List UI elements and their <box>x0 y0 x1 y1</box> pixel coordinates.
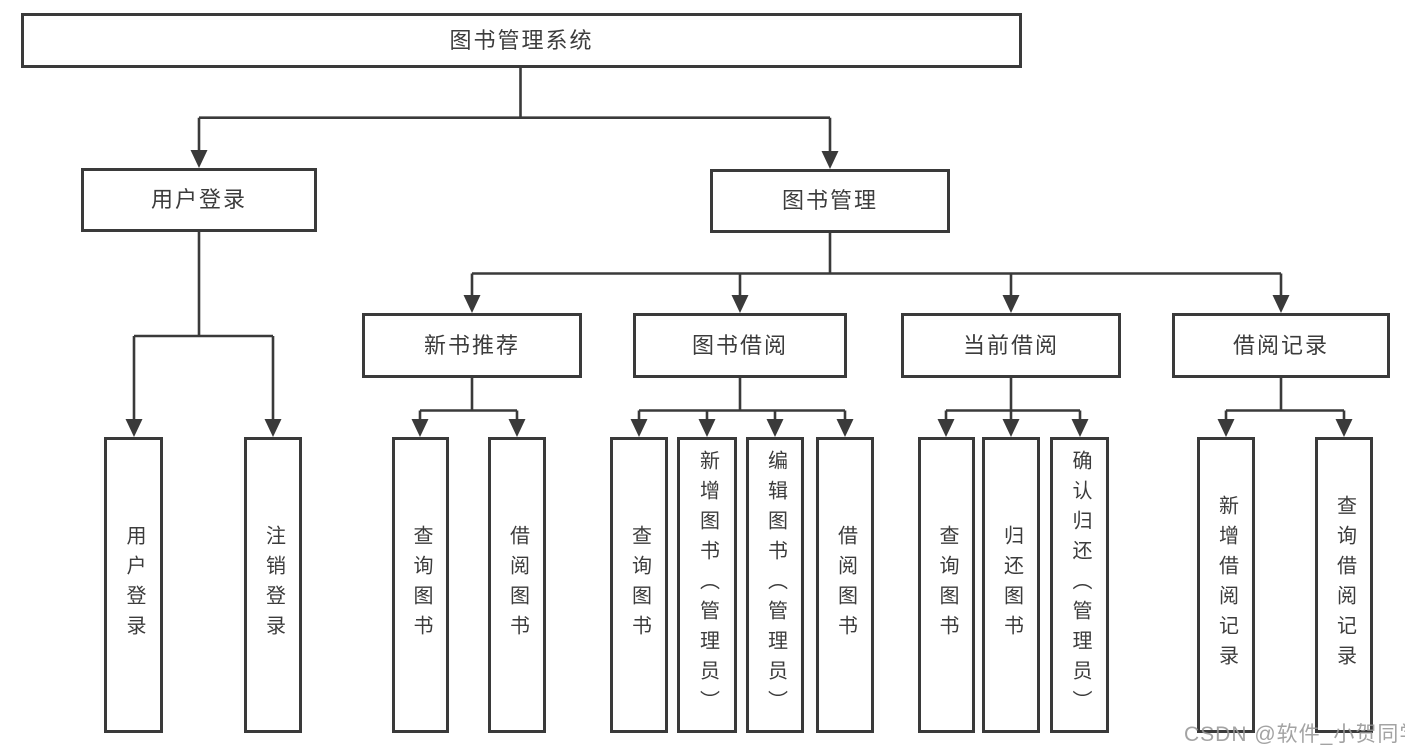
node-label: 查询借阅记录 <box>1333 495 1356 675</box>
leaf-borrow-books: 借阅图书 <box>816 437 874 733</box>
node-label: 当前借阅 <box>962 332 1059 358</box>
watermark: CSDN @软件_小贺同学 <box>1184 723 1405 746</box>
arrowhead <box>698 419 716 437</box>
node-label: 新书推荐 <box>423 332 520 358</box>
new-book-branch-line <box>420 378 517 412</box>
arrowhead <box>1002 295 1020 313</box>
node-label: 用户登录 <box>150 187 247 213</box>
leaf-query-borrow-record: 查询借阅记录 <box>1315 437 1373 733</box>
node-label: 用户登录 <box>123 525 145 645</box>
node-label: 借阅图书 <box>834 525 857 645</box>
arrowhead <box>630 419 648 437</box>
leaf-add-borrow-record: 新增借阅记录 <box>1197 437 1255 733</box>
arrowhead <box>508 419 526 437</box>
user-login-branch-line <box>134 232 273 338</box>
arrowhead <box>731 295 749 313</box>
node-label: 查询图书 <box>410 525 432 645</box>
arrowhead <box>766 419 784 437</box>
leaf-confirm-return-admin: 确认归还（管理员） <box>1050 437 1109 733</box>
node-label: 图书管理系统 <box>449 27 594 53</box>
node-book-management: 图书管理 <box>710 169 950 233</box>
root-branch-line <box>199 68 830 119</box>
arrow-shafts <box>132 117 1346 425</box>
node-label: 借阅记录 <box>1232 332 1329 358</box>
leaf-query-books-current: 查询图书 <box>918 437 975 733</box>
node-current-borrow: 当前借阅 <box>901 313 1121 378</box>
arrowhead <box>1272 295 1290 313</box>
arrowhead <box>1217 419 1235 437</box>
node-label: 新增借阅记录 <box>1215 495 1238 675</box>
borrow-record-branch-line <box>1226 378 1344 412</box>
node-label: 借阅图书 <box>506 525 529 645</box>
node-label: 新增图书（管理员） <box>696 450 719 720</box>
arrowhead <box>1002 419 1020 437</box>
node-label: 查询图书 <box>628 525 651 645</box>
node-label: 查询图书 <box>936 525 958 645</box>
leaf-borrow-books-recommend: 借阅图书 <box>488 437 546 733</box>
book-borrow-branch-line <box>639 378 845 412</box>
leaf-return-books: 归还图书 <box>982 437 1040 733</box>
arrowhead <box>411 419 429 437</box>
arrowhead <box>125 419 143 437</box>
leaf-query-books-recommend: 查询图书 <box>392 437 449 733</box>
arrowhead <box>1335 419 1353 437</box>
arrowhead <box>264 419 282 437</box>
node-borrow-records: 借阅记录 <box>1172 313 1390 378</box>
node-label: 注销登录 <box>262 525 285 645</box>
node-label: 归还图书 <box>1000 525 1023 645</box>
node-user-login: 用户登录 <box>81 168 317 232</box>
leaf-logout: 注销登录 <box>244 437 302 733</box>
arrowhead <box>937 419 955 437</box>
arrowhead <box>1071 419 1089 437</box>
node-book-borrow: 图书借阅 <box>633 313 847 378</box>
node-label: 编辑图书（管理员） <box>764 450 787 720</box>
node-label: 确认归还（管理员） <box>1069 450 1091 720</box>
leaf-user-login: 用户登录 <box>104 437 163 733</box>
leaf-add-book-admin: 新增图书（管理员） <box>677 437 737 733</box>
node-new-book-recommend: 新书推荐 <box>362 313 582 378</box>
arrowhead <box>836 419 854 437</box>
node-label: 图书借阅 <box>691 332 788 358</box>
arrowhead <box>463 295 481 313</box>
leaf-query-books-borrow: 查询图书 <box>610 437 668 733</box>
current-borrow-branch-line <box>946 378 1080 412</box>
leaf-edit-book-admin: 编辑图书（管理员） <box>746 437 804 733</box>
arrowhead <box>190 150 208 168</box>
arrowhead <box>821 151 839 169</box>
node-library-system: 图书管理系统 <box>21 13 1022 68</box>
node-label: 图书管理 <box>781 188 878 214</box>
book-management-branch-line <box>472 233 1281 275</box>
